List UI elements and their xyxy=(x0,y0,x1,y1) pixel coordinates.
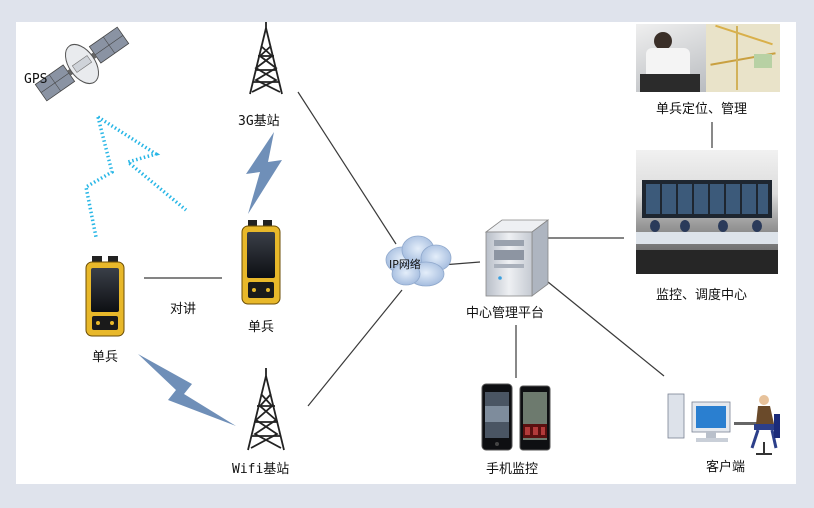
base-3g-label: 3G基站 xyxy=(238,114,280,129)
intercom-label: 对讲 xyxy=(170,302,197,317)
ip-network-label: IP网络 xyxy=(389,258,421,271)
diagram-graphics xyxy=(34,22,780,455)
satellite-icon xyxy=(34,26,130,102)
diagram-canvas: GPS 3G基站 Wifi基站 单兵 单兵 对讲 IP网络 中心管理平台 单兵定… xyxy=(16,22,796,484)
locate-manage-label: 单兵定位、管理 xyxy=(656,102,748,117)
operator-icon xyxy=(734,395,780,455)
walkie-device-icon xyxy=(85,256,125,337)
signal-3g-icon xyxy=(246,132,282,214)
gps-label: GPS xyxy=(24,72,48,87)
link-3g-ip xyxy=(297,91,397,245)
phone-icon xyxy=(481,383,513,451)
walkie-device-icon xyxy=(241,220,281,305)
cloud-icon xyxy=(385,235,452,287)
soldier-mid-label: 单兵 xyxy=(248,320,275,335)
link-wifi-ip xyxy=(307,289,403,407)
signal-wifi-icon xyxy=(138,354,236,426)
center-platform-label: 中心管理平台 xyxy=(466,306,545,321)
base-wifi-label: Wifi基站 xyxy=(232,462,290,477)
computer-icon xyxy=(667,393,731,442)
phone-monitor-label: 手机监控 xyxy=(486,462,539,477)
tower-icon xyxy=(247,368,285,451)
server-icon xyxy=(484,219,550,297)
soldier-left-label: 单兵 xyxy=(92,350,119,365)
client-label: 客户端 xyxy=(706,460,746,475)
link-center-client xyxy=(547,281,665,377)
tower-icon xyxy=(249,22,283,95)
phone-icon xyxy=(519,385,551,451)
gps-signal-icon xyxy=(84,115,188,238)
monitor-center-label: 监控、调度中心 xyxy=(656,288,748,303)
locate-manage-photo xyxy=(636,24,780,92)
monitor-center-photo xyxy=(636,150,778,274)
